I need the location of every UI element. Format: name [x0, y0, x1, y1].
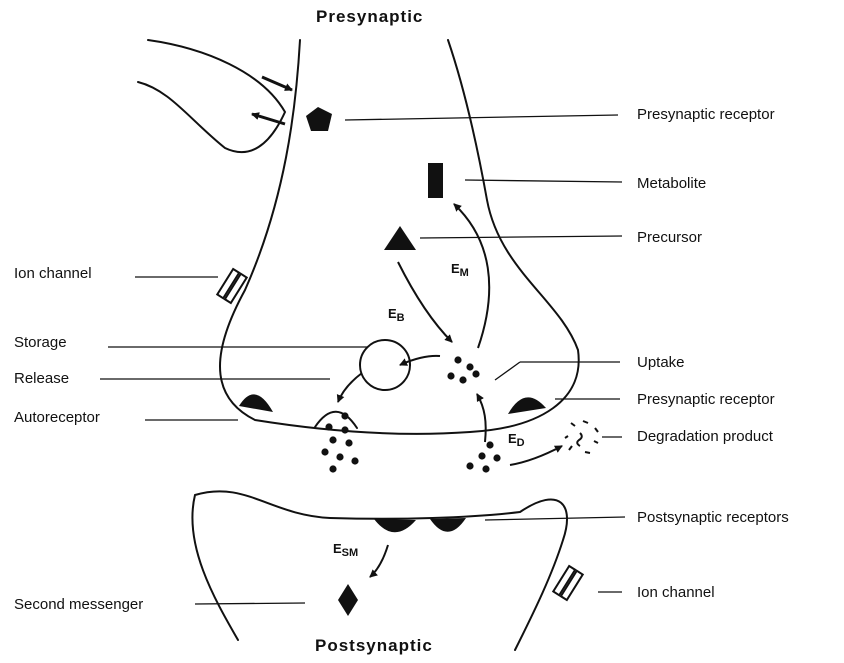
- label-uptake: Uptake: [637, 355, 685, 370]
- precursor-triangle: [384, 226, 416, 250]
- label-degradation-product: Degradation product: [637, 429, 773, 444]
- postsynaptic-title: Postsynaptic: [315, 637, 433, 654]
- postsynaptic-receptor-1: [374, 519, 416, 532]
- label-precursor: Precursor: [637, 230, 702, 245]
- storage-arrow: [400, 356, 440, 365]
- enzyme-degradation-label: ED: [508, 432, 525, 449]
- label-autoreceptor: Autoreceptor: [14, 410, 100, 425]
- presynaptic-title: Presynaptic: [316, 8, 423, 25]
- second-messenger-arrow: [370, 545, 388, 577]
- ion-channel-right-shape: [553, 566, 582, 600]
- autoreceptor-shape: [239, 394, 273, 412]
- synthesis-arrow: [398, 262, 452, 342]
- label-release: Release: [14, 371, 69, 386]
- ion-channel-left-shape: [217, 269, 246, 303]
- degradation-fragments: [565, 421, 598, 453]
- uptake-dots: [447, 356, 479, 383]
- uptake-arrow: [477, 394, 486, 442]
- ion-exchange-arrows: [252, 77, 292, 124]
- release-arrow: [338, 373, 362, 402]
- pointer-lines: [100, 115, 625, 604]
- label-storage: Storage: [14, 335, 67, 350]
- presynaptic-receptor-pentagon: [306, 107, 332, 131]
- label-presynaptic-receptor-top: Presynaptic receptor: [637, 107, 775, 122]
- label-second-messenger: Second messenger: [14, 597, 143, 612]
- label-postsynaptic-receptors: Postsynaptic receptors: [637, 510, 789, 525]
- enzyme-metabolism-label: EM: [451, 262, 469, 279]
- postsynaptic-membrane: [192, 491, 567, 650]
- neurotransmitter-dots: [321, 356, 500, 472]
- presynaptic-receptor-right-shape: [508, 397, 546, 414]
- cleft-dots: [466, 441, 500, 472]
- second-messenger-diamond: [338, 584, 358, 616]
- enzyme-second-messenger-label: ESM: [333, 542, 358, 559]
- label-presynaptic-receptor-right: Presynaptic receptor: [637, 392, 775, 407]
- release-pocket: [315, 412, 357, 428]
- metabolite-shape: [428, 163, 443, 198]
- axoaxonic-terminal: [138, 40, 285, 152]
- label-ion-channel-left: Ion channel: [14, 266, 92, 281]
- enzyme-biosynthesis-label: EB: [388, 307, 405, 324]
- postsynaptic-receptor-2: [430, 518, 466, 532]
- label-metabolite: Metabolite: [637, 176, 706, 191]
- label-ion-channel-right: Ion channel: [637, 585, 715, 600]
